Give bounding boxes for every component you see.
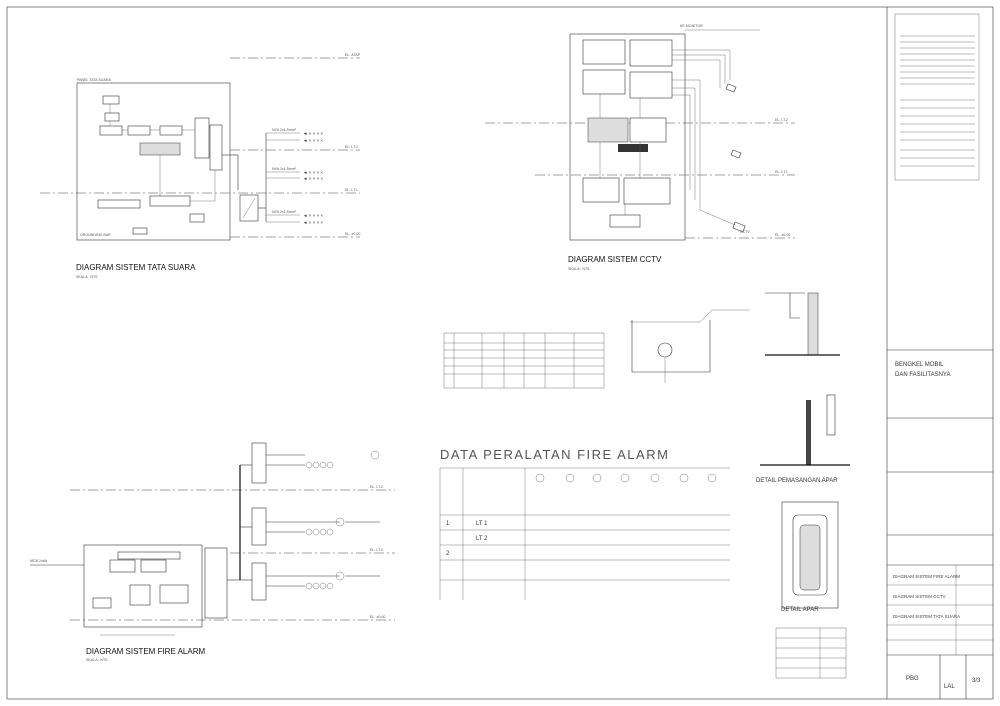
svg-text:EL. LT.1: EL. LT.1: [345, 188, 358, 192]
tata-suara-diagram: PANEL TATA SUARA EL. ATAP EL. LT.2 EL. L…: [40, 53, 361, 279]
legend-box: [894, 13, 980, 181]
svg-text:1: 1: [446, 521, 450, 527]
svg-text:EL. ±0.00: EL. ±0.00: [775, 233, 790, 237]
svg-text:◄ × × × ×: ◄ × × × ×: [303, 220, 323, 225]
drawing-list-item-1: DIAGRAM SISTEM FIRE ALARM: [893, 574, 960, 579]
svg-text:EL. ±0.00: EL. ±0.00: [345, 232, 360, 236]
svg-text:EL. LT.1: EL. LT.1: [370, 548, 383, 552]
svg-text:LT 2: LT 2: [476, 536, 488, 542]
alarm-bell-icon: [335, 450, 380, 581]
equipment-summary-table: [443, 332, 605, 389]
sheet-border: [6, 6, 994, 700]
svg-text:NYA 2x1,5mm²: NYA 2x1,5mm²: [272, 210, 297, 214]
svg-text:◄ × × × ×: ◄ × × × ×: [303, 138, 323, 143]
cctv-diagram: EL. LT.2 EL. LT.1 EL. ±0.00 KE MONITOR: [485, 24, 795, 271]
fire-alarm-table-title: DATA PERALATAN FIRE ALARM: [440, 447, 669, 462]
drawing-list-item-2: DIAGRAM SISTEM CCTV: [893, 594, 946, 599]
svg-text:SKALA : NTS: SKALA : NTS: [568, 267, 590, 271]
cctv-title: DIAGRAM SISTEM CCTV: [568, 255, 662, 264]
fire-alarm-diagram: EL. LT.2 EL. LT.1 EL. ±0.00 MCB 2x6A: [30, 442, 395, 662]
svg-text:SKALA : NTS: SKALA : NTS: [86, 658, 108, 662]
svg-text:◄ × × × ×: ◄ × × × ×: [303, 213, 323, 218]
svg-text:◄ × × × ×: ◄ × × × ×: [303, 170, 323, 175]
detail-sections: DETAIL PEMASANGAN APAR DETAIL APAR: [630, 292, 850, 679]
svg-text:SKALA : NTS: SKALA : NTS: [76, 275, 98, 279]
project-name-line2: DAN FASILITASNYA: [895, 372, 950, 378]
svg-text:PANEL TATA SUARA: PANEL TATA SUARA: [77, 78, 111, 82]
short-name: PBG: [906, 676, 919, 682]
sheet-number: 3/3: [972, 678, 981, 684]
svg-text:◄ × × × ×: ◄ × × × ×: [303, 131, 323, 136]
fire-extinguisher-icon: [781, 501, 839, 609]
smoke-detector-icon: [305, 461, 334, 590]
tata-suara-title: DIAGRAM SISTEM TATA SUARA: [76, 263, 196, 272]
cctv-camera-icon: [725, 83, 746, 233]
drawing-list-item-3: DIAGRAM SISTEM TATA SUARA: [893, 614, 960, 619]
svg-text:CCTV: CCTV: [740, 230, 750, 234]
svg-text:NYA 2x1,5mm²: NYA 2x1,5mm²: [272, 128, 297, 132]
fire-alarm-equipment-table: DATA PERALATAN FIRE ALARM 1 LT 1 LT 2 2: [439, 447, 730, 600]
svg-text:KE MONITOR: KE MONITOR: [680, 24, 703, 28]
svg-text:2: 2: [446, 551, 450, 557]
apar-title: DETAIL APAR: [781, 607, 819, 613]
svg-text:GROUNDING BAR: GROUNDING BAR: [80, 233, 111, 237]
project-name-line1: BENGKEL MOBIL: [895, 362, 944, 368]
svg-text:EL. LT.2: EL. LT.2: [345, 145, 358, 149]
fire-alarm-title: DIAGRAM SISTEM FIRE ALARM: [86, 647, 205, 656]
svg-text:EL. LT.2: EL. LT.2: [370, 485, 383, 489]
drawn-by: LAL: [944, 684, 955, 690]
apar-install-title: DETAIL PEMASANGAN APAR: [756, 478, 838, 484]
svg-text:NYA 2x1,5mm²: NYA 2x1,5mm²: [272, 167, 297, 171]
svg-text:MCB 2x6A: MCB 2x6A: [30, 559, 48, 563]
title-block: BENGKEL MOBIL DAN FASILITASNYA DIAGRAM S…: [887, 13, 993, 699]
svg-text:EL. ±0.00: EL. ±0.00: [370, 615, 385, 619]
svg-text:EL. ATAP: EL. ATAP: [345, 53, 361, 57]
svg-text:EL. LT.1: EL. LT.1: [775, 170, 788, 174]
svg-text:EL. LT.2: EL. LT.2: [775, 118, 788, 122]
speaker-icon: ◄ × × × × ◄ × × × × ◄ × × × × ◄ × × × × …: [303, 131, 323, 225]
alarm-device-symbols: [535, 473, 717, 483]
svg-text:◄ × × × ×: ◄ × × × ×: [303, 176, 323, 181]
svg-text:LT 1: LT 1: [476, 521, 488, 527]
